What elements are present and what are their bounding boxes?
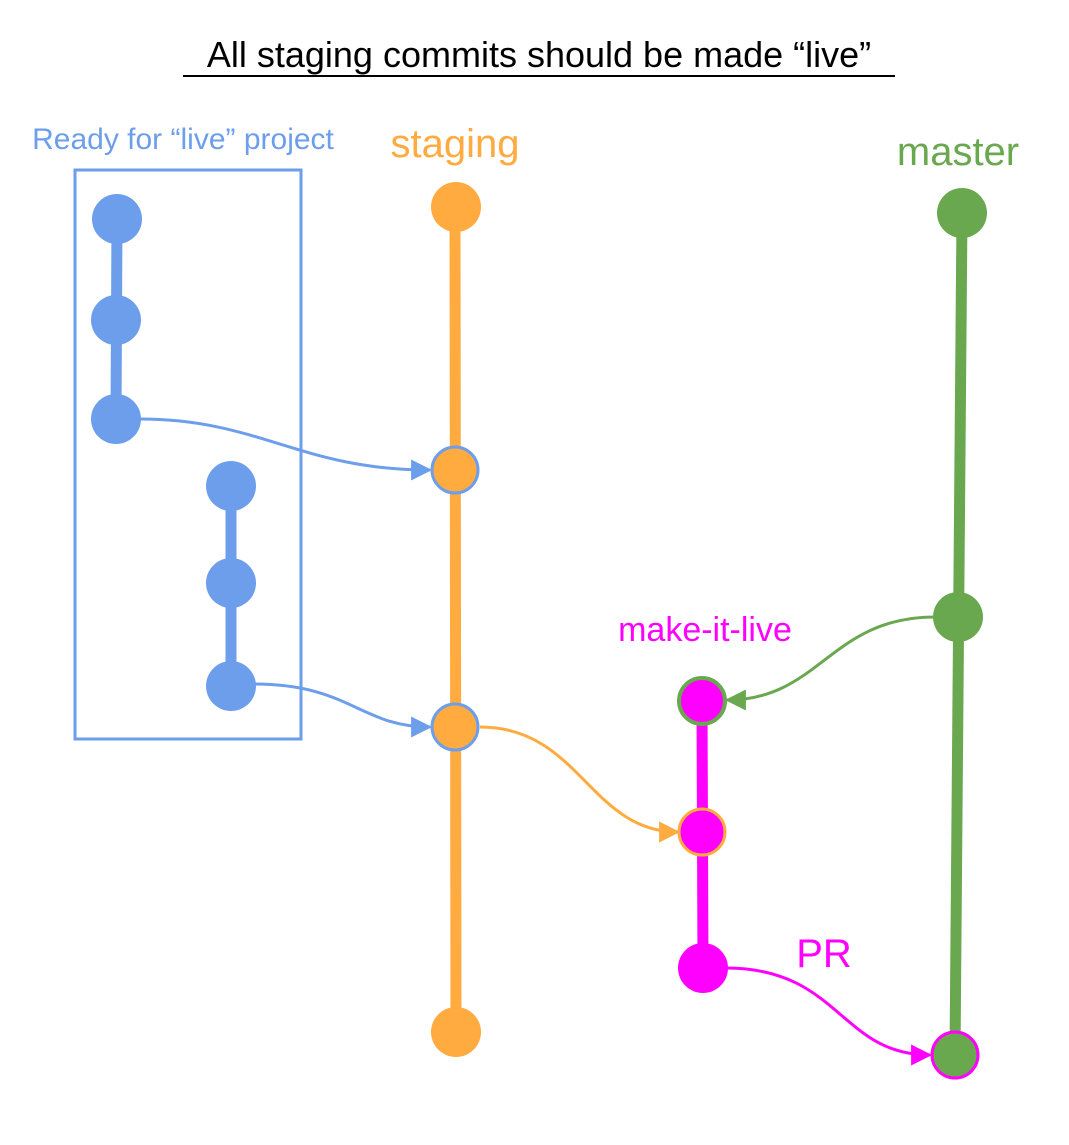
feature-b-commit-2 (206, 558, 256, 608)
group-label: Ready for “live” project (32, 123, 334, 156)
diagram-title: All staging commits should be made “live… (207, 34, 871, 75)
feature-a-commit-2 (91, 295, 141, 345)
branch-arrow-master-to-make-it-live (724, 615, 936, 711)
master-commit-2 (933, 592, 983, 642)
master-commit-1 (937, 188, 987, 238)
make-it-live-commit-1 (677, 676, 727, 726)
staging-commit-1 (431, 182, 481, 232)
ready-group-box (73, 168, 303, 741)
staging-branch-label: staging (391, 122, 520, 166)
master-branch-label: master (897, 130, 1019, 174)
merge-arrow-feature-b-to-staging (253, 682, 433, 738)
pr-label: PR (796, 932, 852, 976)
staging-branch-line (449, 206, 462, 1033)
staging-merge-commit-1 (430, 445, 480, 495)
make-it-live-commit-3 (678, 943, 728, 993)
feature-b-commit-1 (206, 461, 256, 511)
make-it-live-branch-label: make-it-live (618, 611, 792, 649)
merge-arrow-staging-to-make-it-live (479, 725, 681, 843)
staging-merge-commit-2 (430, 702, 480, 752)
pr-arrow-make-it-live-to-master (725, 966, 933, 1066)
feature-a-commit-1 (92, 194, 142, 244)
merge-arrow-feature-a-to-staging (139, 417, 433, 481)
make-it-live-merge-commit (677, 807, 727, 857)
master-merge-commit (930, 1030, 980, 1080)
staging-commit-last (431, 1007, 481, 1057)
feature-b-commit-3 (206, 661, 256, 711)
feature-a-commit-3 (91, 394, 141, 444)
